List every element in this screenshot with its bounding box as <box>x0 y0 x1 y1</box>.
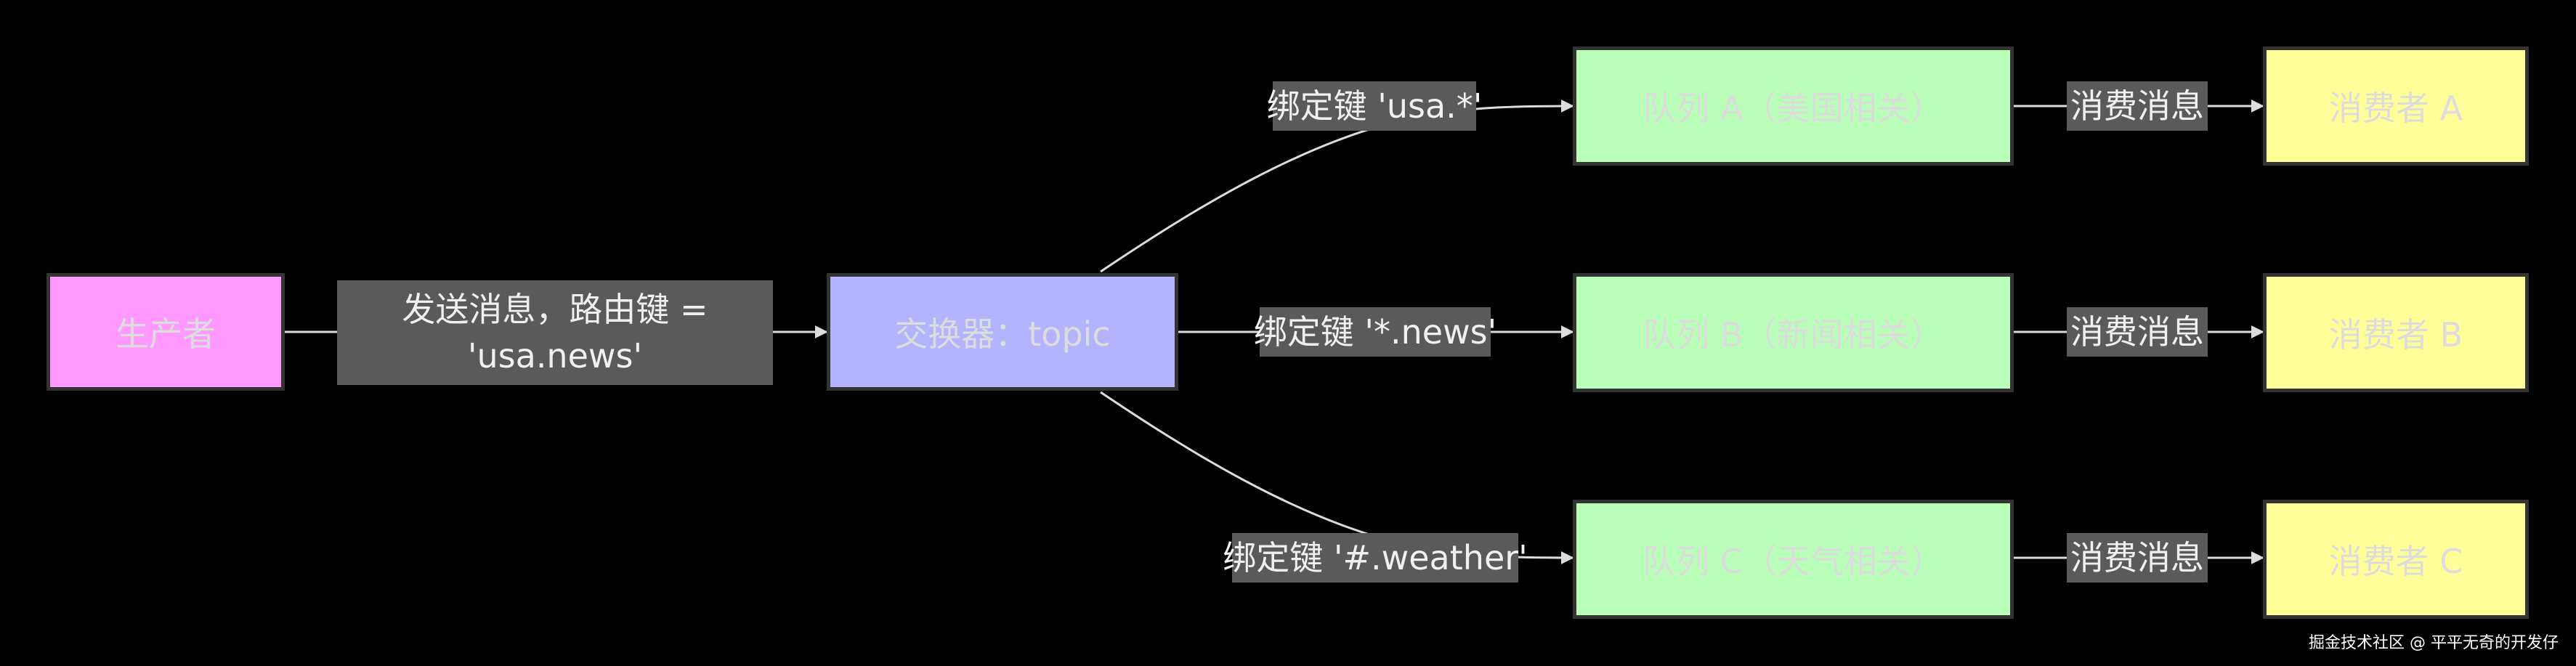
exchange-label: 交换器：topic <box>894 314 1111 354</box>
edge-exchange-queue-a <box>1100 100 1574 273</box>
consumer-b-node: 消费者 B <box>2263 273 2529 392</box>
queue-b-node: 队列 B（新闻相关） <box>1573 273 2014 392</box>
consume-label-b: 消费消息 <box>2067 307 2208 357</box>
queue-a-label: 队列 A（美国相关） <box>1643 89 1944 128</box>
consumer-a-node: 消费者 A <box>2263 46 2529 166</box>
consumer-c-label: 消费者 C <box>2328 542 2463 581</box>
binding-label-b: 绑定键 '*.news' <box>1254 307 1496 357</box>
queue-c-label: 队列 C（天气相关） <box>1643 542 1944 581</box>
consume-label-c: 消费消息 <box>2067 533 2208 582</box>
producer-node: 生产者 <box>46 273 285 391</box>
send-message-label: 发送消息，路由键 = 'usa.news' <box>337 280 773 385</box>
consumer-b-label: 消费者 B <box>2328 315 2463 354</box>
consume-label-a: 消费消息 <box>2067 81 2208 131</box>
binding-label-a: 绑定键 'usa.*' <box>1267 81 1482 131</box>
producer-label: 生产者 <box>116 314 216 354</box>
binding-label-c: 绑定键 '#.weather' <box>1223 533 1528 582</box>
consumer-c-node: 消费者 C <box>2263 500 2529 619</box>
queue-a-node: 队列 A（美国相关） <box>1573 46 2014 166</box>
queue-b-label: 队列 B（新闻相关） <box>1643 315 1944 354</box>
exchange-node: 交换器：topic <box>827 273 1178 391</box>
queue-c-node: 队列 C（天气相关） <box>1573 500 2014 619</box>
consumer-a-label: 消费者 A <box>2328 89 2463 128</box>
send-message-line2: 'usa.news' <box>467 336 643 375</box>
send-message-line1: 发送消息，路由键 = <box>402 289 708 329</box>
watermark: 掘金技术社区 @ 平平无奇的开发仔 <box>2309 634 2559 652</box>
